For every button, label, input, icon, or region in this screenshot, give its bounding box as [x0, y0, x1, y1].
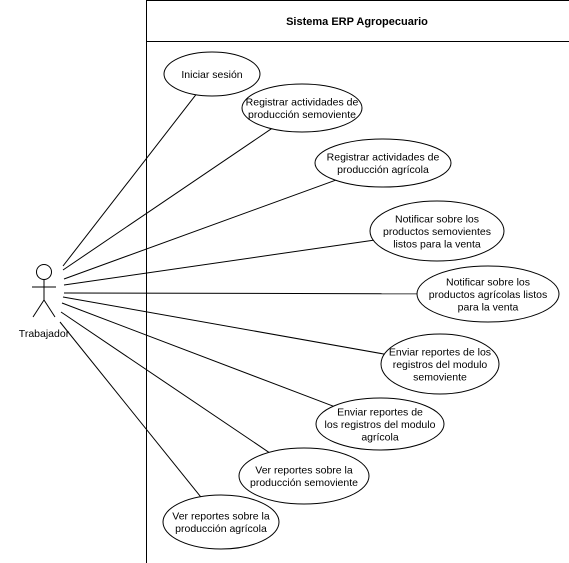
use-case-ellipse — [314, 138, 452, 188]
actor-right-leg — [43, 299, 56, 318]
use-case-label: productos semovientes — [383, 226, 491, 238]
use-case-label: Enviar reportes de — [337, 406, 423, 418]
use-case-label: semoviente — [413, 371, 467, 383]
use-case-label: producción agrícola — [337, 164, 429, 176]
use-case-label: registros del modulo — [393, 359, 488, 371]
use-case-label: producción semoviente — [250, 477, 358, 489]
use-case-ellipse — [162, 494, 280, 550]
actor-label: Trabajador — [19, 328, 70, 340]
use-case-label: los registros del modulo — [325, 419, 436, 431]
use-case-label: Ver reportes sobre la — [172, 511, 270, 523]
association-line-enviar-reportes-agricola — [61, 302, 334, 407]
association-line-notificar-agricolas — [63, 292, 418, 295]
use-case-ellipse — [315, 397, 445, 451]
use-case-label: producción agrícola — [175, 523, 267, 535]
association-line-registrar-semoviente — [62, 128, 272, 271]
use-case-label: para la venta — [458, 301, 519, 313]
use-case-label: productos agrícolas listos — [429, 289, 547, 301]
association-line-ver-reportes-semoviente — [60, 311, 270, 453]
association-line-iniciar-sesion — [62, 94, 197, 267]
use-case-ellipse — [416, 265, 560, 323]
use-case-ellipse — [238, 447, 370, 505]
association-line-notificar-semovientes — [63, 239, 374, 286]
association-line-ver-reportes-agricola — [59, 321, 201, 498]
use-case-ellipse — [380, 333, 500, 395]
system-title: Sistema ERP Agropecuario — [286, 16, 428, 28]
use-case-label: Registrar actividades de — [246, 97, 359, 109]
associations — [59, 94, 418, 498]
use-case-label: Notificar sobre los — [395, 213, 479, 225]
use-case-label: listos para la venta — [393, 238, 481, 250]
use-case-label: Notificar sobre los — [446, 276, 530, 288]
association-line-registrar-agricola — [63, 179, 336, 280]
use-case-label: producción semoviente — [248, 109, 356, 121]
use-case-ellipse — [163, 51, 261, 97]
use-case-label: agrícola — [361, 431, 399, 443]
actor-left-leg — [32, 299, 45, 318]
use-case-label: Iniciar sesión — [181, 69, 242, 81]
use-case-label: Ver reportes sobre la — [255, 465, 353, 477]
actor-trabajador[interactable]: Trabajador — [19, 264, 70, 341]
use-case-label: Enviar reportes de los — [389, 346, 491, 358]
use-case-ellipse — [241, 83, 363, 133]
association-line-enviar-reportes-semoviente — [62, 296, 385, 355]
use-case-ellipse — [369, 200, 505, 262]
actor-head-icon — [36, 264, 52, 280]
use-case-iniciar-sesion[interactable]: Iniciar sesión — [163, 51, 261, 97]
use-case-label: Registrar actividades de — [327, 152, 440, 164]
